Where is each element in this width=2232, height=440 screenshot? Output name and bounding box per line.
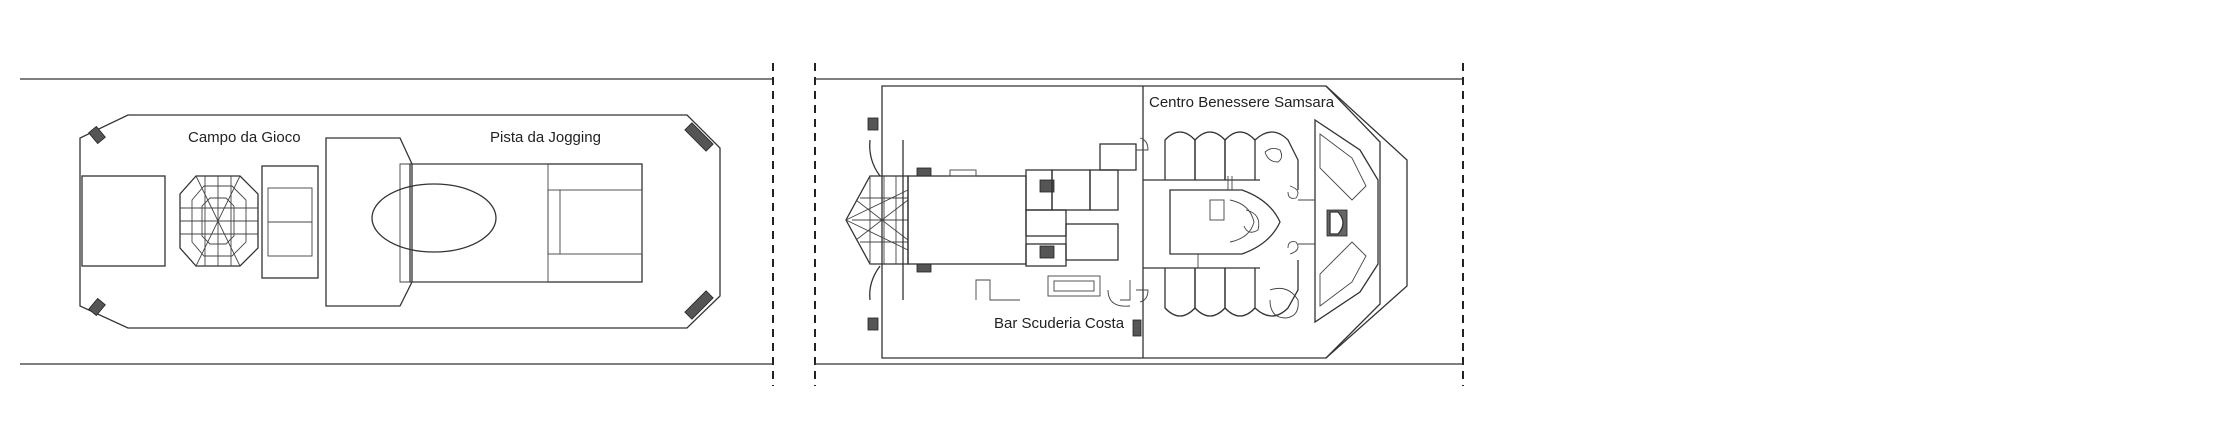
stair-marker bbox=[684, 122, 714, 152]
spa-right bbox=[1298, 118, 1379, 324]
central-structure bbox=[325, 137, 643, 307]
stair-marker bbox=[88, 297, 106, 317]
label-centro-benessere: Centro Benessere Samsara bbox=[1149, 94, 1335, 111]
stair-marker bbox=[867, 117, 879, 131]
spa-core bbox=[1169, 176, 1281, 268]
forward-deck-section: Campo da Gioco Pista da Jogging bbox=[20, 63, 774, 386]
stair-marker bbox=[1132, 319, 1142, 337]
label-bar-scuderia: Bar Scuderia Costa bbox=[994, 315, 1125, 332]
oval-track bbox=[371, 183, 497, 253]
deck-outline bbox=[79, 114, 721, 329]
stair-marker bbox=[1039, 245, 1055, 259]
play-field-grid bbox=[179, 175, 259, 267]
stair-marker bbox=[916, 263, 932, 273]
bar-hall bbox=[907, 175, 1027, 265]
spa-cabins-bottom bbox=[1143, 241, 1299, 319]
stair-marker bbox=[867, 317, 879, 331]
court-square bbox=[81, 175, 166, 267]
spa-cabins-top bbox=[1143, 131, 1299, 199]
aft-deck-section: Centro Benessere Samsara Bar Scuderia Co… bbox=[814, 63, 1464, 386]
fan-grid bbox=[845, 175, 909, 265]
stair-marker bbox=[1039, 179, 1055, 193]
label-campo-da-gioco: Campo da Gioco bbox=[188, 129, 301, 146]
stair-marker bbox=[916, 167, 932, 177]
service-rooms bbox=[975, 143, 1137, 307]
stair-marker bbox=[88, 125, 106, 145]
label-pista-da-jogging: Pista da Jogging bbox=[490, 129, 601, 146]
game-area bbox=[261, 165, 319, 279]
stair-marker bbox=[684, 290, 714, 320]
